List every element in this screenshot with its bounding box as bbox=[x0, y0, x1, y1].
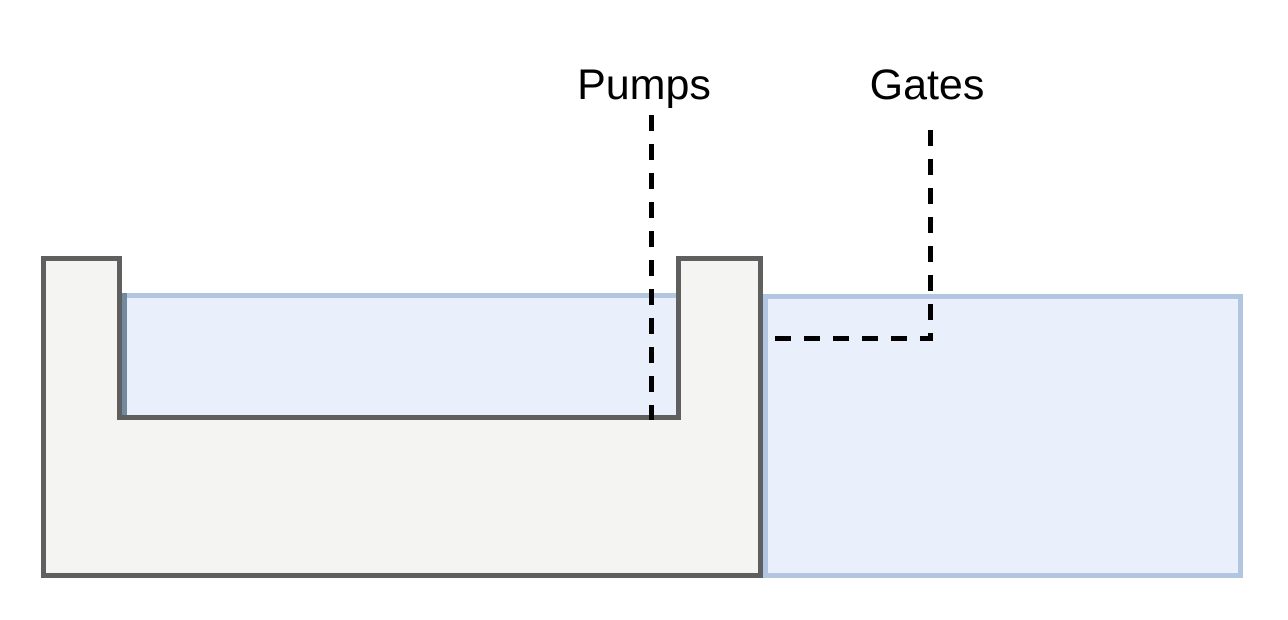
inner-water-fill bbox=[124, 295, 679, 418]
station-structure bbox=[41, 256, 763, 578]
structure-outline bbox=[41, 256, 763, 578]
gates-leader-line bbox=[762, 130, 933, 341]
inner-water-body bbox=[122, 293, 681, 420]
gates-label: Gates bbox=[870, 61, 985, 109]
outer-water-fill bbox=[763, 294, 1243, 578]
pumps-label: Pumps bbox=[577, 61, 711, 109]
outer-water-body bbox=[763, 294, 1243, 578]
